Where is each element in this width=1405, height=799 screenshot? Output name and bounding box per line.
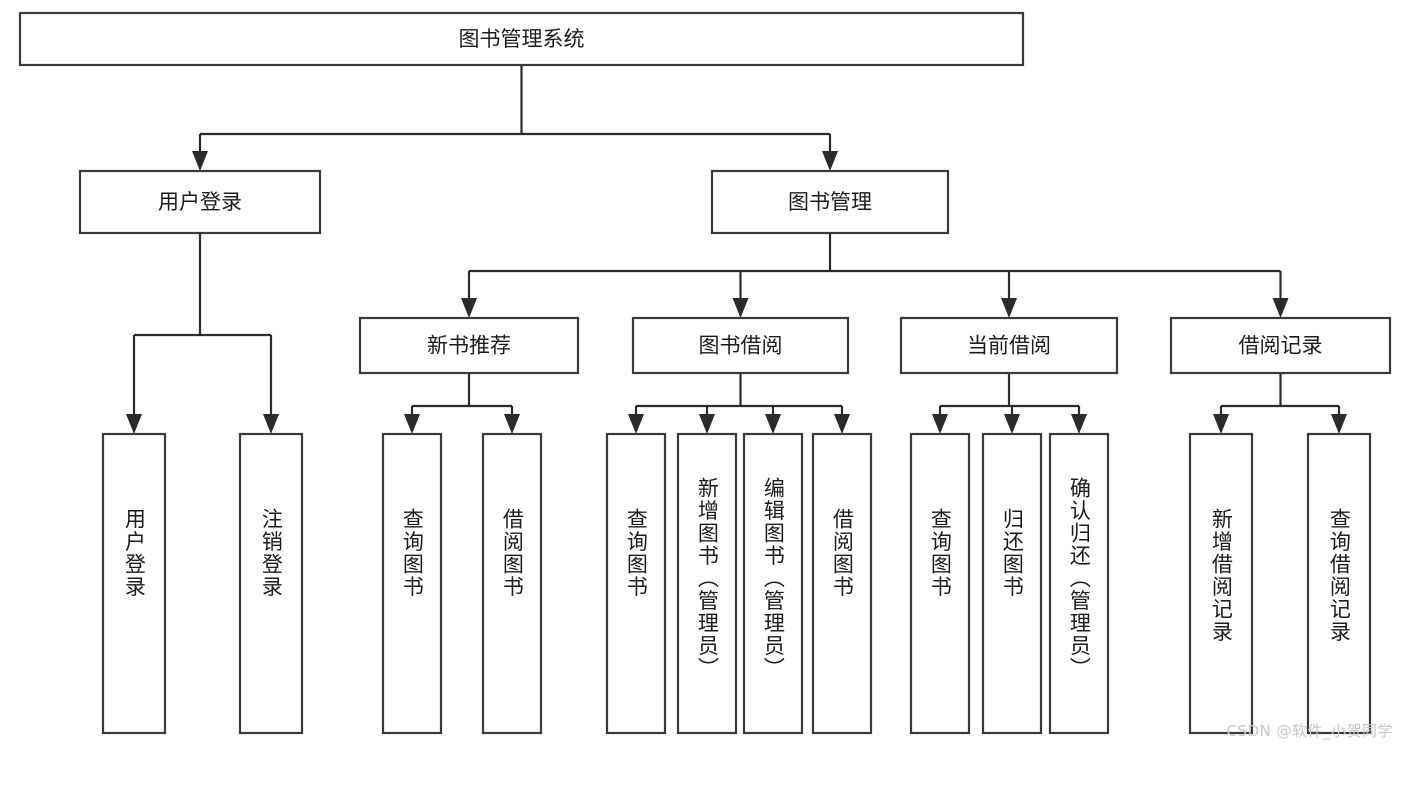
node-box[interactable]: [358, 316, 580, 375]
node-leaf-user-login[interactable]: [101, 432, 167, 735]
node-box[interactable]: [481, 432, 543, 735]
node-label: 借阅记录: [1239, 334, 1323, 358]
node-book-manage[interactable]: 图书管理: [710, 169, 950, 235]
node-box[interactable]: [676, 432, 738, 735]
node-user-login[interactable]: 用户登录: [78, 169, 322, 235]
arrow-head-icon: [1272, 298, 1289, 318]
node-box[interactable]: [1188, 432, 1254, 735]
connector-layer: [126, 65, 1347, 434]
node-box[interactable]: [605, 432, 667, 735]
node-leaf-confirm-return[interactable]: [1048, 432, 1110, 735]
arrow-head-icon: [932, 414, 948, 434]
arrow-head-icon: [1071, 414, 1087, 434]
arrow-head-icon: [1213, 414, 1229, 434]
arrow-head-icon: [1004, 414, 1020, 434]
node-box[interactable]: [18, 11, 1025, 67]
arrow-head-icon: [192, 151, 208, 171]
node-leaf-query-record[interactable]: [1306, 432, 1372, 735]
node-box[interactable]: [1169, 316, 1392, 375]
node-box[interactable]: [631, 316, 850, 375]
node-leaf-edit-book[interactable]: [742, 432, 804, 735]
arrow-head-icon: [822, 151, 838, 171]
node-book-borrow[interactable]: 图书借阅: [631, 316, 850, 375]
arrow-head-icon: [1331, 414, 1347, 434]
arrow-head-icon: [504, 414, 520, 434]
node-leaf-return-book[interactable]: [981, 432, 1043, 735]
arrow-head-icon: [126, 414, 142, 434]
node-box[interactable]: [909, 432, 971, 735]
arrow-head-icon: [461, 298, 477, 318]
node-label: 用户登录: [158, 190, 242, 214]
node-leaf-query-book-3[interactable]: [909, 432, 971, 735]
node-box[interactable]: [101, 432, 167, 735]
node-label: 图书管理系统: [459, 27, 585, 51]
arrow-head-icon: [628, 414, 644, 434]
node-box[interactable]: [811, 432, 873, 735]
node-box[interactable]: [899, 316, 1119, 375]
node-leaf-add-record[interactable]: [1188, 432, 1254, 735]
node-box[interactable]: [1306, 432, 1372, 735]
node-label: 图书借阅: [699, 334, 783, 358]
arrow-head-icon: [263, 414, 279, 434]
node-leaf-borrow-book-2[interactable]: [811, 432, 873, 735]
node-new-book-recommend[interactable]: 新书推荐: [358, 316, 580, 375]
node-label: 新书推荐: [427, 334, 511, 358]
node-box[interactable]: [710, 169, 950, 235]
node-box[interactable]: [238, 432, 304, 735]
node-box[interactable]: [381, 432, 443, 735]
node-root[interactable]: 图书管理系统: [18, 11, 1025, 67]
arrow-head-icon: [699, 414, 715, 434]
diagram-canvas: 图书管理系统用户登录图书管理新书推荐图书借阅当前借阅借阅记录 用户登录注销登录查…: [18, 11, 1393, 740]
arrow-head-icon: [834, 414, 850, 434]
arrow-head-icon: [732, 298, 749, 318]
node-leaf-borrow-book-1[interactable]: [481, 432, 543, 735]
node-box[interactable]: [742, 432, 804, 735]
node-label: 图书管理: [788, 190, 872, 214]
node-leaf-logout-login[interactable]: [238, 432, 304, 735]
arrow-head-icon: [404, 414, 420, 434]
node-current-borrow[interactable]: 当前借阅: [899, 316, 1119, 375]
arrow-head-icon: [765, 414, 781, 434]
node-leaf-add-book[interactable]: [676, 432, 738, 735]
node-leaf-query-book-1[interactable]: [381, 432, 443, 735]
node-box[interactable]: [1048, 432, 1110, 735]
arrow-head-icon: [1001, 298, 1017, 318]
node-borrow-record[interactable]: 借阅记录: [1169, 316, 1392, 375]
node-leaf-query-book-2[interactable]: [605, 432, 667, 735]
node-label: 当前借阅: [967, 334, 1051, 358]
node-box[interactable]: [78, 169, 322, 235]
node-box[interactable]: [981, 432, 1043, 735]
